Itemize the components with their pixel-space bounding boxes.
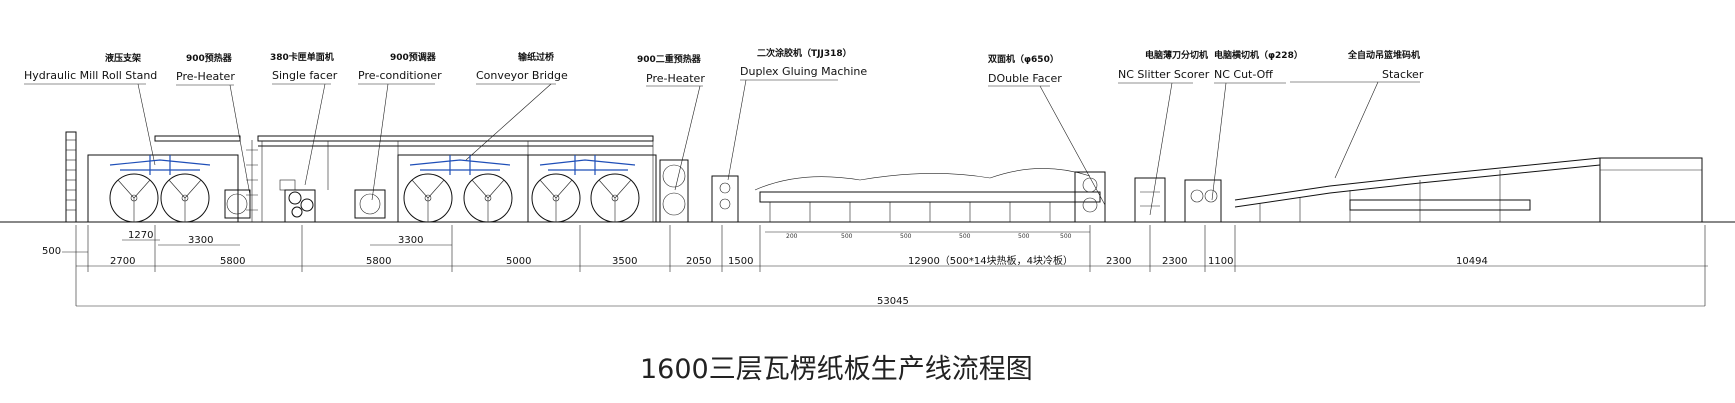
label-conveyor-bridge: 输纸过桥 Conveyor Bridge — [465, 51, 568, 161]
label-slitter-scorer: 电脑薄刀分切机 NC Slitter Scorer — [1118, 49, 1210, 216]
dim-row-7: 12900（500*14块热板，4块冷板） — [908, 254, 1073, 267]
plate-dim-4: 500 — [1018, 233, 1030, 240]
pre-heater-2-en: Pre-Heater — [646, 72, 705, 85]
dim-row-8: 2300 — [1106, 256, 1131, 267]
dim-row-2: 5800 — [366, 256, 391, 267]
cut-off — [1184, 179, 1222, 223]
conveyor-bridge-en: Conveyor Bridge — [476, 69, 568, 82]
dim-row-4: 3500 — [612, 256, 637, 267]
diagram-title: 1600三层瓦楞纸板生产线流程图 — [640, 354, 1033, 385]
pre-heater-1 — [224, 189, 251, 219]
mill-roll-stand-cn: 液压支架 — [105, 52, 141, 64]
dim-row-11: 10494 — [1456, 256, 1488, 267]
double-facer-en: DOuble Facer — [988, 72, 1062, 85]
plate-dim-5: 500 — [1060, 233, 1072, 240]
pre-heater-1-cn: 900预热器 — [186, 52, 233, 64]
cut-off-en: NC Cut-Off — [1214, 68, 1273, 81]
stacker-en: Stacker — [1382, 68, 1424, 81]
dim-row-6: 1500 — [728, 256, 753, 267]
label-single-facer: 380卡匣单面机 Single facer — [270, 51, 338, 186]
label-pre-heater-2: 900二重预热器 Pre-Heater — [637, 53, 705, 191]
dim-500: 500 — [42, 246, 61, 257]
slitter-scorer-en: NC Slitter Scorer — [1118, 68, 1210, 81]
duplex-gluing-cn: 二次涂胶机（TJJ318） — [757, 47, 852, 59]
plate-dim-3: 500 — [959, 233, 971, 240]
pre-conditioner — [354, 189, 386, 219]
plate-dim-2: 500 — [900, 233, 912, 240]
label-cut-off: 电脑横切机（φ228） NC Cut-Off — [1211, 49, 1303, 201]
slitter-scorer — [1134, 177, 1166, 223]
conveyor-bridge-cn: 输纸过桥 — [518, 51, 555, 63]
double-facer: 200 500 500 500 500 500 — [754, 168, 1106, 240]
dim-3300-a: 3300 — [188, 235, 213, 246]
pre-conditioner-cn: 900预调器 — [390, 51, 437, 63]
single-facer-cn: 380卡匣单面机 — [270, 51, 334, 63]
dim-row-9: 2300 — [1162, 256, 1187, 267]
double-facer-cn: 双面机（φ650） — [988, 53, 1059, 65]
single-facer — [279, 179, 316, 223]
label-duplex-gluing: 二次涂胶机（TJJ318） Duplex Gluing Machine — [727, 47, 867, 181]
plate-dim-1: 500 — [841, 233, 853, 240]
duplex-gluing-en: Duplex Gluing Machine — [740, 65, 867, 78]
dimension-lines: 1270 3300 3300 500 2700 5800 5800 5000 3… — [42, 225, 1708, 307]
dim-row-10: 1100 — [1208, 256, 1233, 267]
dim-total: 53045 — [877, 296, 909, 307]
conveyor-bridge — [154, 135, 654, 222]
dim-row-1: 5800 — [220, 256, 245, 267]
label-pre-conditioner: 900预调器 Pre-conditioner — [358, 51, 442, 201]
mill-roll-stands — [65, 131, 657, 223]
label-pre-heater-1: 900预热器 Pre-Heater — [176, 52, 251, 196]
dim-row-5: 2050 — [686, 256, 711, 267]
pre-heater-1-en: Pre-Heater — [176, 70, 235, 83]
slitter-scorer-cn: 电脑薄刀分切机 — [1145, 49, 1208, 61]
cut-off-cn: 电脑横切机（φ228） — [1214, 49, 1303, 61]
pre-heater-2 — [659, 159, 689, 223]
label-mill-roll-stand: 液压支架 Hydraulic Mill Roll Stand — [24, 52, 157, 166]
pre-conditioner-en: Pre-conditioner — [358, 69, 442, 82]
stacker — [1234, 157, 1703, 223]
dim-3300-b: 3300 — [398, 235, 423, 246]
dim-1270: 1270 — [128, 230, 153, 241]
mill-roll-stand-en: Hydraulic Mill Roll Stand — [24, 69, 157, 82]
dim-row-3: 5000 — [506, 256, 531, 267]
plate-dim-0: 200 — [786, 233, 798, 240]
label-double-facer: 双面机（φ650） DOuble Facer — [988, 53, 1106, 206]
pre-heater-2-cn: 900二重预热器 — [637, 53, 702, 65]
single-facer-en: Single facer — [272, 69, 338, 82]
label-stacker: 全自动吊篮堆码机 Stacker — [1290, 49, 1424, 179]
duplex-gluing-machine — [711, 175, 739, 223]
stacker-cn: 全自动吊篮堆码机 — [1347, 49, 1420, 61]
dim-row-0: 2700 — [110, 256, 135, 267]
